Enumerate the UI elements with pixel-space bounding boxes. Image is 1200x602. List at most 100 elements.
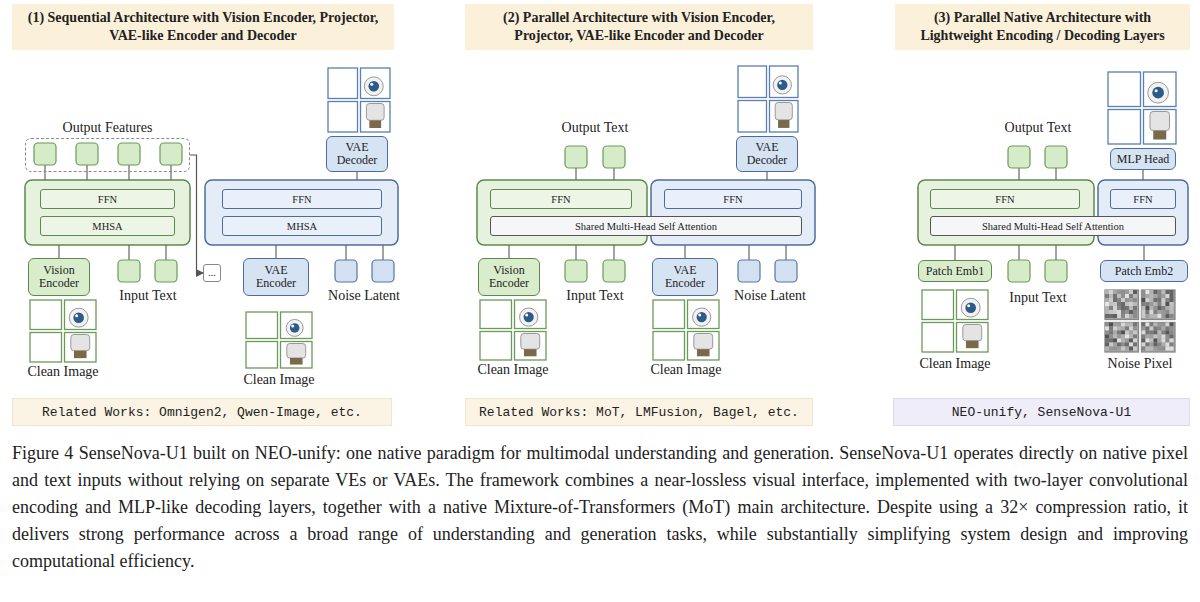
robot-head: [364, 77, 383, 96]
noise-pixel: [1150, 310, 1154, 314]
panel-header: (1) Sequential Architecture with Vision …: [12, 4, 394, 50]
noise-pixel: [1162, 306, 1166, 310]
noise-pixel: [1142, 323, 1146, 327]
link-line: [613, 245, 614, 260]
text-label: Clean Image: [621, 362, 751, 378]
link-line: [575, 168, 576, 180]
noise-pixel: [1117, 327, 1121, 331]
box-text: Related Works: Omnigen2, Qwen-Image, etc…: [42, 405, 362, 420]
box-text: Shared Multi-Head Self Attention: [575, 221, 717, 232]
noise-pixel: [1125, 294, 1129, 298]
noise-pixel: [1142, 339, 1146, 343]
robot-body: [694, 334, 713, 350]
box-text: VAE Decoder: [737, 141, 797, 167]
noise-pixel: [1166, 343, 1170, 347]
noise-pixel: [1129, 298, 1133, 302]
noise-pixel: [1121, 339, 1125, 343]
robot-body: [71, 335, 90, 351]
image-tile: [653, 332, 685, 361]
link-line: [382, 245, 383, 260]
noise-pixel: [1146, 302, 1150, 306]
encoder-box: Vision Encoder: [478, 258, 540, 296]
noise-pixel: [1129, 310, 1133, 314]
image-tile: [480, 332, 512, 361]
image-tile: [515, 300, 547, 329]
noise-pixel: [1109, 306, 1113, 310]
noise-pixel: [1117, 310, 1121, 314]
encoder-box: VAE Encoder: [243, 258, 309, 296]
box-text: ...: [208, 268, 216, 278]
noise-pixel: [1154, 347, 1158, 351]
robot-head: [286, 319, 303, 336]
link-line: [58, 245, 59, 258]
token-square: [335, 260, 357, 282]
box-text: FFN: [995, 194, 1014, 205]
noise-pixel: [1113, 323, 1117, 327]
link-line: [1055, 168, 1056, 180]
noise-pixel: [1158, 331, 1162, 335]
noise-pixel: [1133, 339, 1137, 343]
image-tile: [688, 332, 720, 361]
noise-pixel: [1166, 331, 1170, 335]
noise-pixel: [1150, 302, 1154, 306]
box-text: Patch Emb2: [1115, 265, 1173, 278]
noise-pixel: [1170, 310, 1174, 314]
noise-pixel: [1121, 294, 1125, 298]
noise-pixel: [1121, 290, 1125, 294]
token-square: [1008, 260, 1030, 282]
noise-pixel: [1133, 323, 1137, 327]
noise-pixel: [1146, 306, 1150, 310]
noise-pixel: [1109, 298, 1113, 302]
noise-pixel: [1109, 323, 1113, 327]
noise-pixel: [1158, 290, 1162, 294]
noise-pixel: [1154, 335, 1158, 339]
noise-pixel: [1170, 323, 1174, 327]
noise-pixel: [1133, 314, 1137, 318]
noise-pixel: [1105, 335, 1109, 339]
link-line: [1142, 170, 1143, 180]
noise-pixel: [1133, 298, 1137, 302]
mlp-head-box: MLP Head: [1110, 148, 1176, 170]
noise-pixel: [1162, 314, 1166, 318]
image-tile: [770, 66, 799, 98]
image-tile: [1142, 290, 1176, 320]
box-text: VAE Encoder: [653, 264, 717, 290]
noise-pixel: [1142, 343, 1146, 347]
noise-pixel: [1133, 310, 1137, 314]
noise-pixel: [1146, 327, 1150, 331]
noise-pixel: [1158, 343, 1162, 347]
noise-pixel: [1150, 290, 1154, 294]
feature-group: Output Features: [25, 138, 190, 172]
noise-pixel: [1125, 343, 1129, 347]
text-label: Noise Latent: [299, 288, 429, 304]
image-tile: [1108, 72, 1141, 107]
box-text: VAE Decoder: [327, 141, 387, 167]
noise-pixel: [1129, 306, 1133, 310]
patch-embed-box: Patch Emb2: [1100, 260, 1188, 282]
image-tile: [515, 332, 547, 361]
encoder-box: VAE Encoder: [652, 258, 718, 296]
token-square: [565, 146, 587, 168]
noise-pixel: [1105, 327, 1109, 331]
noise-pixel: [1170, 306, 1174, 310]
noise-pixel: [1113, 302, 1117, 306]
image-tile: [30, 333, 62, 363]
eye-highlight: [779, 81, 782, 84]
image-tile: [1105, 323, 1139, 353]
noise-pixel: [1121, 302, 1125, 306]
eye-highlight: [698, 314, 701, 317]
noise-pixel: [1117, 347, 1121, 351]
robot-head: [693, 308, 711, 326]
box-text: Patch Emb1: [926, 265, 984, 278]
noise-pixel: [1105, 343, 1109, 347]
noise-pixel: [1154, 343, 1158, 347]
noise-pixel: [1166, 294, 1170, 298]
noise-pixel: [1150, 343, 1154, 347]
noise-pixel: [1113, 343, 1117, 347]
image-tile: [922, 290, 954, 320]
link-line: [44, 165, 45, 180]
noise-pixel: [1142, 310, 1146, 314]
noise-pixel: [1170, 331, 1174, 335]
noise-pixel: [1162, 343, 1166, 347]
noise-pixel: [1146, 347, 1150, 351]
